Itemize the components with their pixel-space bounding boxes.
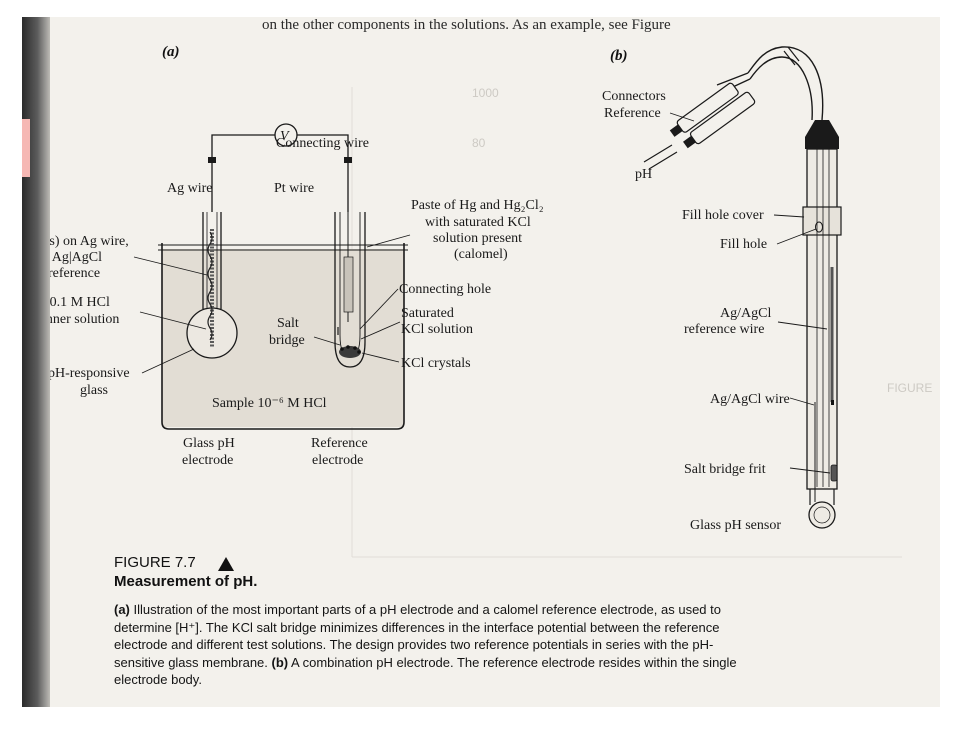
salt-bridge-frit-label: Salt bridge frit (684, 462, 766, 477)
ph-cable-label: pH (635, 167, 652, 182)
kcl-crystals-label: KCl crystals (401, 356, 471, 371)
connectors-label: Connectors (602, 89, 666, 104)
sample-label: Sample 10⁻⁶ M HCl (212, 396, 327, 411)
salt-bridge-label-2: bridge (269, 333, 305, 348)
ph-glass-label-1: pH-responsive (48, 366, 130, 381)
caption-part-a-tag: (a) (114, 602, 130, 617)
figure-number: FIGURE 7.7 (114, 554, 196, 571)
figure-diagram: 1000 80 FIGURE (a) V (28, 44, 932, 571)
glass-electrode-label-2: electrode (182, 453, 233, 468)
voltmeter-circuit (208, 123, 352, 212)
agcl-label-3: reference (48, 266, 100, 281)
agcl-label-1: Cl (s) on Ag wire, (28, 234, 129, 249)
reference-cable-label: Reference (604, 106, 661, 121)
paste-label-3: solution present (433, 231, 522, 246)
ph-glass-label-2: glass (80, 383, 108, 398)
reference-electrode (334, 212, 366, 368)
svg-text:1000: 1000 (472, 86, 499, 100)
saturated-kcl-label-1: Saturated (401, 306, 454, 321)
fill-hole-cover-label: Fill hole cover (682, 208, 764, 223)
glass-ph-sensor-label: Glass pH sensor (690, 518, 781, 533)
header-text: on the other components in the solutions… (262, 17, 671, 33)
paste-label-4: (calomel) (454, 247, 508, 262)
fill-hole-label: Fill hole (720, 237, 767, 252)
figure-title: Measurement of pH. (114, 573, 258, 590)
figure-caption: (a) Illustration of the most important p… (114, 601, 754, 689)
voltmeter-label: V (280, 129, 290, 144)
panel-a-label: (a) (162, 44, 180, 60)
agcl-wire-label: Ag/AgCl wire (710, 392, 790, 407)
paste-label-2: with saturated KCl (425, 215, 531, 230)
reference-electrode-label-1: Reference (311, 436, 368, 451)
connecting-wire-label: Connecting wire (276, 136, 369, 151)
reference-electrode-label-2: electrode (312, 453, 363, 468)
combination-electrode (643, 46, 842, 529)
svg-text:FIGURE: FIGURE (887, 381, 932, 395)
svg-text:80: 80 (472, 136, 486, 150)
caption-part-a-text: Illustration of the most important parts… (114, 602, 721, 670)
hcl-label-1: ~0.1 M HCl (42, 295, 110, 310)
voltmeter-icon (274, 123, 298, 147)
book-page: on the other components in the solutions… (22, 17, 940, 707)
glass-electrode-label-1: Glass pH (183, 436, 235, 451)
pink-mark (22, 119, 30, 177)
triangle-up-icon (218, 557, 234, 571)
salt-bridge-label-1: Salt (277, 316, 299, 331)
pt-wire-label: Pt wire (274, 181, 314, 196)
ag-wire-label: Ag wire (167, 181, 213, 196)
panel-b-label: (b) (610, 48, 628, 64)
agcl-ref-wire-label-1: Ag/AgCl (720, 306, 771, 321)
connecting-hole-label: Connecting hole (399, 282, 491, 297)
agcl-ref-wire-label-2: reference wire (684, 322, 764, 337)
saturated-kcl-label-2: KCl solution (401, 322, 473, 337)
caption-part-b-tag: (b) (271, 654, 289, 670)
glass-electrode (186, 212, 238, 359)
hcl-label-2: inner solution (42, 312, 119, 327)
caption-part-b-text: A combination pH electrode. The referenc… (114, 654, 737, 688)
paste-label-1: Paste of Hg and Hg₂Cl₂ (411, 198, 544, 213)
